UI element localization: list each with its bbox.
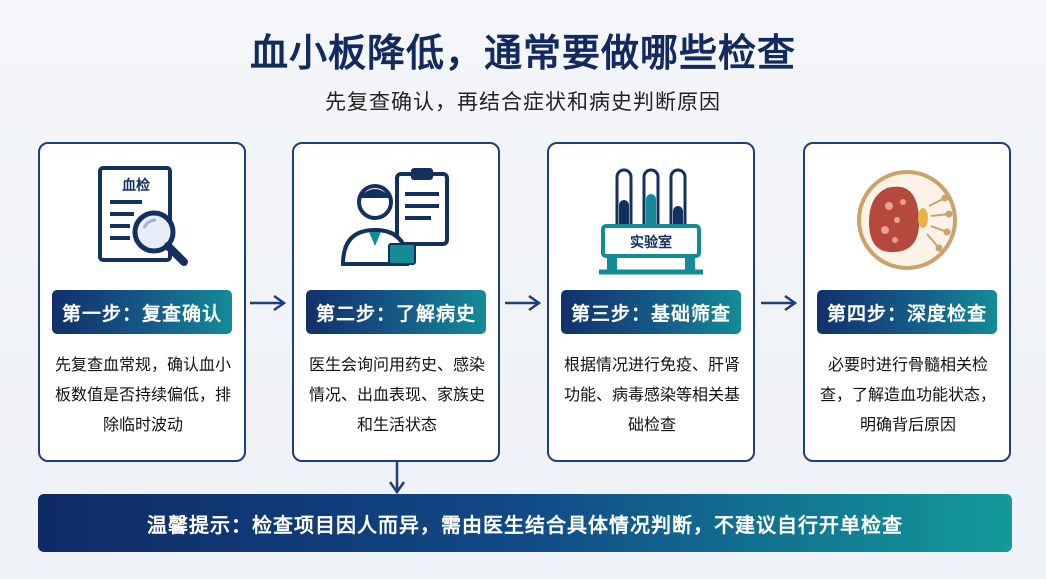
step-card-2: 第二步：了解病史 医生会询问用药史、感染情况、出血表现、家族史和生活状态 (292, 142, 500, 462)
step-label-2: 第二步：了解病史 (306, 290, 486, 334)
page-subtitle: 先复查确认，再结合症状和病史判断原因 (325, 90, 721, 114)
arrow-right-icon (761, 294, 798, 312)
step-desc-3: 根据情况进行免疫、肝肾功能、病毒感染等相关基础检查 (563, 355, 740, 434)
bone-marrow-cell-icon (805, 160, 1009, 280)
step-desc-4: 必要时进行骨髓相关检查，了解造血功能状态，明确背后原因 (819, 355, 996, 434)
step-desc-2: 医生会询问用药史、感染情况、出血表现、家族史和生活状态 (308, 355, 485, 434)
arrow-right-icon (250, 294, 287, 312)
step-card-1: 血检 第一步：复查确认 先复查血常规，确认血小板数值是否持续偏低，排除临时波动 (38, 142, 246, 462)
blood-test-report-magnifier-icon: 血检 (40, 160, 244, 280)
arrow-down-icon (388, 462, 406, 494)
lab-test-tubes-icon: 实验室 (549, 160, 753, 280)
step-card-3: 实验室 第三步：基础筛查 根据情况进行免疫、肝肾功能、病毒感染等相关基础检查 (547, 142, 755, 462)
step-desc-1: 先复查血常规，确认血小板数值是否持续偏低，排除临时波动 (54, 355, 231, 434)
step-card-4: 第四步：深度检查 必要时进行骨髓相关检查，了解造血功能状态，明确背后原因 (803, 142, 1011, 462)
doctor-clipboard-icon (294, 160, 498, 280)
step-label-4: 第四步：深度检查 (817, 290, 997, 334)
svg-text:实验室: 实验室 (630, 234, 672, 251)
page-title: 血小板降低，通常要做哪些检查 (249, 31, 796, 75)
step-label-1: 第一步：复查确认 (52, 290, 232, 334)
tip-banner: 温馨提示：检查项目因人而异，需由医生结合具体情况判断，不建议自行开单检查 (38, 494, 1012, 552)
arrow-right-icon (505, 294, 542, 312)
svg-text:血检: 血检 (122, 177, 150, 194)
step-label-3: 第三步：基础筛查 (561, 290, 741, 334)
